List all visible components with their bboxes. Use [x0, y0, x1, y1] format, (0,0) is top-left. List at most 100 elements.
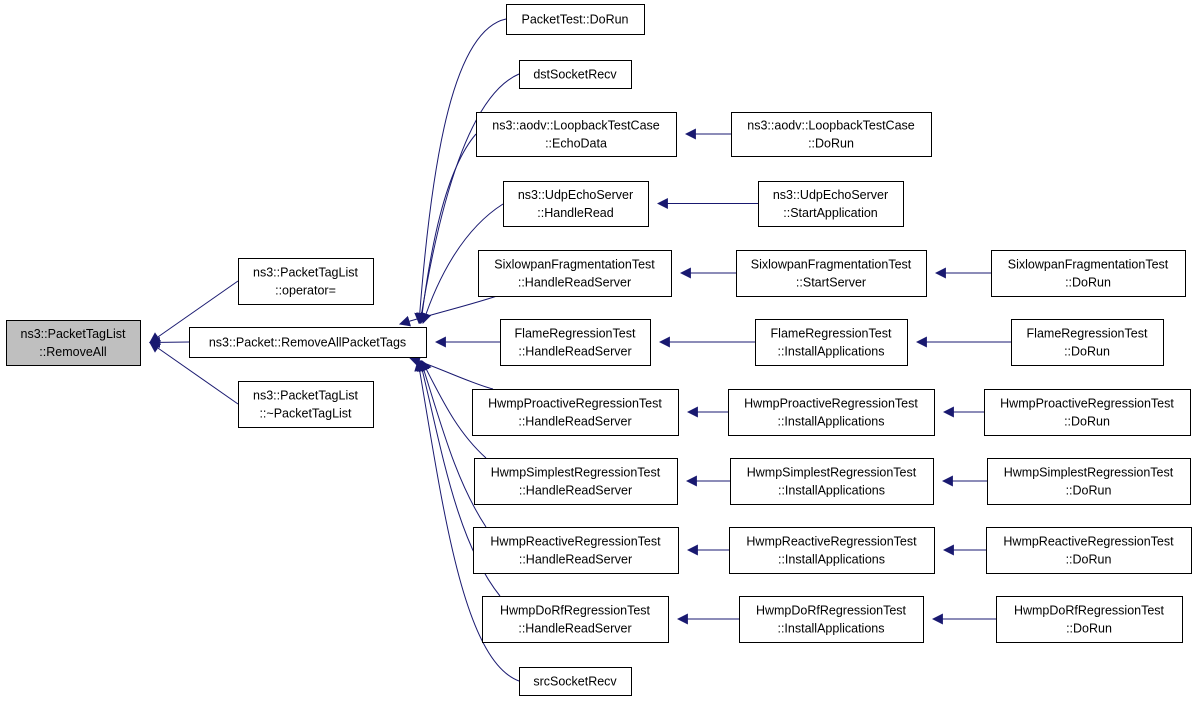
node-box	[506, 4, 645, 35]
node-label-line: ns3::UdpEchoServer	[773, 188, 888, 202]
node-label-line: ns3::Packet::RemoveAllPacketTags	[209, 336, 406, 350]
edge-layer	[148, 18, 1011, 682]
node-label-line: ::RemoveAll	[39, 345, 106, 359]
node-box	[238, 258, 374, 305]
node-hri[interactable]: HwmpReactiveRegressionTest::InstallAppli…	[729, 527, 935, 574]
node-box	[986, 527, 1192, 574]
node-label-line: ::DoRun	[1064, 415, 1110, 429]
node-sfh[interactable]: SixlowpanFragmentationTest::HandleReadSe…	[478, 250, 672, 297]
node-box	[238, 381, 374, 428]
node-box	[482, 596, 669, 643]
node-label-line: ::DoRun	[1066, 622, 1112, 636]
node-label-line: ::~PacketTagList	[259, 407, 352, 421]
node-label-line: srcSocketRecv	[533, 675, 617, 689]
node-dsr[interactable]: dstSocketRecv	[519, 60, 632, 89]
node-box	[996, 596, 1183, 643]
node-label-line: ::InstallApplications	[777, 415, 884, 429]
node-label-line: ::DoRun	[1064, 345, 1110, 359]
node-hdh[interactable]: HwmpDoRfRegressionTest::HandleReadServer	[482, 596, 669, 643]
node-label-line: HwmpProactiveRegressionTest	[744, 397, 918, 411]
node-box	[1011, 319, 1164, 366]
node-dtor[interactable]: ns3::PacketTagList::~PacketTagList	[238, 381, 374, 428]
node-box	[503, 181, 649, 227]
node-label-line: ::operator=	[275, 284, 336, 298]
node-frd[interactable]: FlameRegressionTest::DoRun	[1011, 319, 1164, 366]
node-ssr[interactable]: srcSocketRecv	[519, 667, 632, 696]
node-frh[interactable]: FlameRegressionTest::HandleReadServer	[500, 319, 651, 366]
node-label-line: HwmpReactiveRegressionTest	[746, 535, 917, 549]
node-box	[500, 319, 651, 366]
node-label-line: HwmpDoRfRegressionTest	[500, 604, 651, 618]
edge-op-to-root	[149, 280, 239, 344]
edge-ptdr-to-rapt	[414, 18, 507, 325]
node-adr[interactable]: ns3::aodv::LoopbackTestCase::DoRun	[731, 112, 932, 157]
node-usa[interactable]: ns3::UdpEchoServer::StartApplication	[758, 181, 904, 227]
node-label-line: ::DoRun	[1066, 484, 1112, 498]
node-label-line: ::InstallApplications	[777, 622, 884, 636]
node-aed[interactable]: ns3::aodv::LoopbackTestCase::EchoData	[476, 112, 677, 157]
node-label-line: ::HandleRead	[537, 206, 613, 220]
node-label-line: ns3::PacketTagList	[253, 389, 358, 403]
node-box	[474, 458, 678, 505]
node-hsd[interactable]: HwmpSimplestRegressionTest::DoRun	[987, 458, 1191, 505]
node-label-line: ::HandleReadServer	[518, 622, 631, 636]
node-hph[interactable]: HwmpProactiveRegressionTest::HandleReadS…	[472, 389, 679, 436]
node-label-line: ::DoRun	[808, 137, 854, 151]
edge-aed-to-rapt	[416, 133, 477, 325]
node-hsh[interactable]: HwmpSimplestRegressionTest::HandleReadSe…	[474, 458, 678, 505]
node-hpd[interactable]: HwmpProactiveRegressionTest::DoRun	[984, 389, 1191, 436]
node-label-line: ::InstallApplications	[778, 553, 885, 567]
node-box	[731, 112, 932, 157]
node-label-line: HwmpDoRfRegressionTest	[1014, 604, 1165, 618]
node-label-line: HwmpReactiveRegressionTest	[1003, 535, 1174, 549]
node-label-line: ns3::aodv::LoopbackTestCase	[492, 119, 660, 133]
node-hrh[interactable]: HwmpReactiveRegressionTest::HandleReadSe…	[473, 527, 679, 574]
node-sfd[interactable]: SixlowpanFragmentationTest::DoRun	[991, 250, 1186, 297]
node-uhr[interactable]: ns3::UdpEchoServer::HandleRead	[503, 181, 649, 227]
node-box	[6, 320, 141, 366]
edge-hrh-to-rapt	[418, 359, 487, 528]
node-label-line: FlameRegressionTest	[515, 327, 636, 341]
node-sfs[interactable]: SixlowpanFragmentationTest::StartServer	[736, 250, 927, 297]
node-label-line: ::HandleReadServer	[518, 276, 631, 290]
node-label-line: ::DoRun	[1065, 276, 1111, 290]
node-box	[736, 250, 927, 297]
node-label-line: HwmpSimplestRegressionTest	[1004, 466, 1174, 480]
node-label-line: FlameRegressionTest	[1027, 327, 1148, 341]
node-label-line: HwmpDoRfRegressionTest	[756, 604, 907, 618]
node-box	[519, 60, 632, 89]
node-root[interactable]: ns3::PacketTagList::RemoveAll	[6, 320, 141, 366]
node-box	[991, 250, 1186, 297]
node-box	[473, 527, 679, 574]
node-box	[478, 250, 672, 297]
node-label-line: HwmpProactiveRegressionTest	[1000, 397, 1174, 411]
node-box	[519, 667, 632, 696]
node-label-line: ns3::aodv::LoopbackTestCase	[747, 119, 915, 133]
node-label-line: HwmpSimplestRegressionTest	[491, 466, 661, 480]
node-label-line: ns3::PacketTagList	[21, 327, 126, 341]
node-hrd[interactable]: HwmpReactiveRegressionTest::DoRun	[986, 527, 1192, 574]
edge-dsr-to-rapt	[416, 73, 520, 325]
node-box	[984, 389, 1191, 436]
node-rapt[interactable]: ns3::Packet::RemoveAllPacketTags	[189, 327, 427, 358]
edge-uhr-to-rapt	[420, 203, 504, 325]
node-hpi[interactable]: HwmpProactiveRegressionTest::InstallAppl…	[728, 389, 935, 436]
node-op[interactable]: ns3::PacketTagList::operator=	[238, 258, 374, 305]
node-hdd[interactable]: HwmpDoRfRegressionTest::DoRun	[996, 596, 1183, 643]
node-box	[189, 327, 427, 358]
node-label-line: ::DoRun	[1066, 553, 1112, 567]
node-label-line: ::InstallApplications	[778, 484, 885, 498]
node-box	[729, 527, 935, 574]
node-ptdr[interactable]: PacketTest::DoRun	[506, 4, 645, 35]
node-label-line: PacketTest::DoRun	[522, 13, 629, 27]
node-label-line: ::EchoData	[545, 137, 607, 151]
node-fri[interactable]: FlameRegressionTest::InstallApplications	[755, 319, 908, 366]
node-box	[755, 319, 908, 366]
node-label-line: FlameRegressionTest	[771, 327, 892, 341]
node-hdi[interactable]: HwmpDoRfRegressionTest::InstallApplicati…	[739, 596, 924, 643]
node-box	[730, 458, 934, 505]
edge-sfh-to-rapt	[398, 295, 498, 327]
node-label-line: SixlowpanFragmentationTest	[1008, 258, 1169, 272]
node-hsi[interactable]: HwmpSimplestRegressionTest::InstallAppli…	[730, 458, 934, 505]
